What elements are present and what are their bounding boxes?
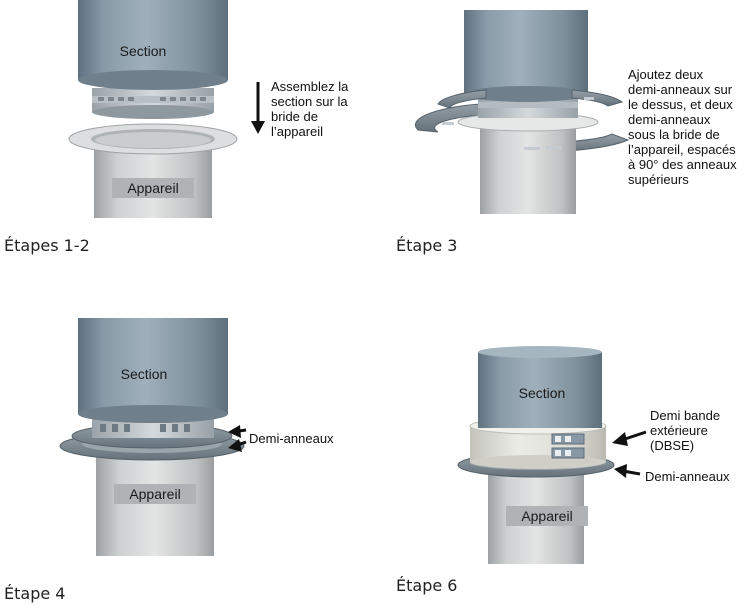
appliance-label: Appareil [127,180,178,196]
section-label: Section [519,385,566,401]
step-4-caption: Étape 4 [4,584,66,603]
appliance-label-box [506,506,588,526]
section-label: Section [120,43,167,59]
appliance-label: Appareil [521,508,572,524]
half-rings-callout: Demi-anneaux [645,469,730,484]
steps-1-2-illustration: Section Appareil [68,0,265,218]
band-clamp [551,433,585,459]
panel-steps-1-2: Section Appareil Assemblez la section su… [0,0,372,270]
step-3-illustration [414,10,630,214]
section-label: Section [121,366,168,382]
panel-step-6: Section Appareil Demi bande extérieure (… [372,318,744,606]
left-arrow-icon [614,464,641,478]
step-1-2-caption: Étapes 1-2 [4,236,90,255]
step-6-illustration: Section Appareil [457,346,647,564]
section-body [478,352,602,428]
left-arrow-icon [612,430,647,446]
appliance-label-box [114,484,196,504]
section-body [78,0,228,80]
step-3-caption: Étape 3 [396,236,458,255]
section-body [464,10,588,94]
appliance-label: Appareil [129,486,180,502]
left-arrow-icon [228,439,247,452]
step-6-caption: Étape 6 [396,576,458,595]
section-body [78,318,228,414]
step-1-2-instruction: Assemblez la section sur la bride de l’a… [271,79,349,139]
panel-step-3: Ajoutez deux demi-anneaux sur le dessus,… [372,0,744,270]
outer-half-band-callout: Demi bande extérieure (DBSE) [650,408,721,453]
step-3-instruction: Ajoutez deux demi-anneaux sur le dessus,… [628,67,737,187]
upper-half-ring-left [437,89,487,109]
down-arrow-icon [251,82,265,134]
panel-step-4: Section Appareil Demi-anneaux Étape 4 [0,318,372,606]
appliance-pipe [480,118,576,214]
step-4-illustration: Section Appareil [59,318,247,556]
half-rings-callout: Demi-anneaux [249,431,334,446]
upper-half-ring-right [571,89,624,107]
left-arrow-icon [228,425,247,438]
appliance-label-box [112,178,194,198]
